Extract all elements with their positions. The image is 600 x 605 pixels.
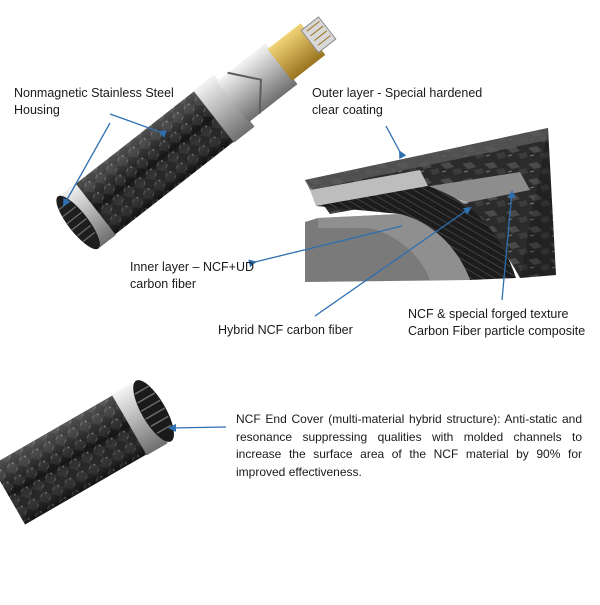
housing-label: Nonmagnetic Stainless Steel Housing — [14, 86, 174, 117]
arrow-housing-right — [109, 113, 168, 138]
arrow-outer-layer — [385, 125, 407, 160]
end-cover-description: NCF End Cover (multi-material hybrid str… — [236, 412, 582, 479]
callout-arrows — [63, 113, 516, 432]
cross-section-illustration — [305, 128, 556, 282]
connector-illustration — [56, 16, 337, 250]
arrow-housing-left — [63, 122, 111, 207]
hybrid-label: Hybrid NCF carbon fiber — [218, 323, 353, 337]
end-cover-illustration — [0, 380, 174, 525]
arrow-ncf-forged — [501, 190, 516, 301]
inner-layer-label: Inner layer – NCF+UD carbon fiber — [130, 260, 254, 291]
arrow-end-cover — [168, 423, 227, 432]
outer-layer-label: Outer layer - Special hardened clear coa… — [312, 86, 483, 117]
ncf-forged-label: NCF & special forged texture Carbon Fibe… — [408, 307, 586, 338]
arrow-inner-layer — [248, 225, 403, 268]
arrow-hybrid — [314, 206, 472, 317]
